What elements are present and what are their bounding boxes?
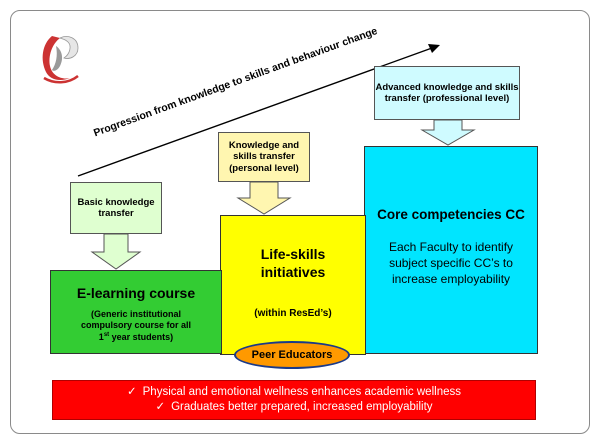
callout-professional-level: Advanced knowledge and skills transfer (… [374,66,520,120]
life-title-line-2: initiatives [260,263,326,280]
callout-personal-label: Knowledge and skills transfer (personal … [228,139,300,174]
elearning-subtitle: (Generic institutional compulsory course… [57,309,215,343]
callout-advanced-label: Advanced knowledge and skills transfer (… [375,81,519,104]
core-description: Each Faculty to identify subject specifi… [369,239,533,288]
core-line-1: Each Faculty to identify [388,240,514,254]
elearning-title: E-learning course [76,285,196,301]
core-title: Core competencies CC [377,207,525,222]
callout-basic-knowledge: Basic knowledge transfer [70,182,162,234]
down-arrow-advanced [420,120,476,146]
down-arrow-basic [90,234,142,270]
check-icon: ✓ [127,386,137,399]
check-icon: ✓ [155,401,166,413]
life-skills-box: Life-skills initiatives (within ResEd’s) [220,215,366,355]
peer-educators-badge: Peer Educators [234,341,350,369]
elearning-sub-line-3: 1st year students) [57,332,215,343]
elearning-year-suffix: st [103,331,110,338]
callout-basic-label: Basic knowledge transfer [77,196,155,219]
wellness-banner: ✓ Physical and emotional wellness enhance… [52,380,536,420]
elearning-year-number: 1 [98,331,104,342]
elearning-sub-line-2: compulsory course for all [80,320,192,331]
down-arrow-personal [236,182,292,215]
elearning-sub-line-1: (Generic institutional [90,309,181,319]
banner-text-1: Physical and emotional wellness enhances… [142,386,461,399]
banner-text-2: Graduates better prepared, increased emp… [171,401,433,413]
elearning-year-text: year students) [109,331,174,342]
elearning-box: E-learning course (Generic institutional… [50,270,222,354]
banner-line-2: ✓ Graduates better prepared, increased em… [53,400,535,415]
life-skills-title: Life-skills initiatives [221,246,365,281]
life-skills-subtitle: (within ResEd’s) [254,308,332,319]
life-title-line-1: Life-skills [260,246,326,262]
core-competencies-box: Core competencies CC Each Faculty to ide… [364,146,538,354]
banner-line-1: ✓ Physical and emotional wellness enhance… [53,385,535,400]
core-line-2: subject specific CC’s to [389,256,513,271]
core-line-3: increase employability [391,272,511,287]
callout-personal-level: Knowledge and skills transfer (personal … [218,132,310,182]
university-logo-icon [42,36,79,84]
